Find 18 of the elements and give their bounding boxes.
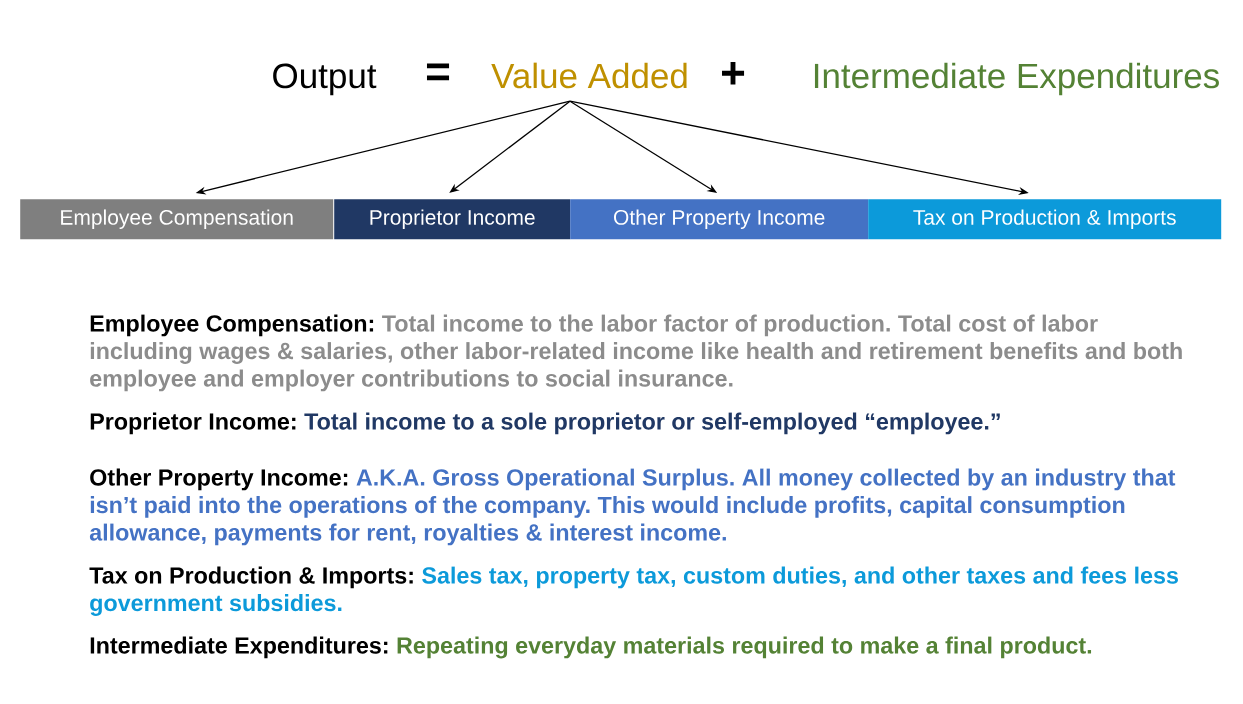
equation-term: Output	[273, 63, 377, 96]
category-bar: Proprietor Income	[334, 199, 571, 240]
category-bar: Employee Compensation	[20, 199, 334, 240]
plus-sign: +	[722, 62, 745, 85]
equation-term: Value Added	[491, 62, 687, 89]
definition-text: Employee Compensation: Total income to the labor factor of production. Total cost of labor including wages & salaries, other labor-related income like health and retirement benefits and both employee and employer contributions to social insurance.	[90, 314, 1182, 392]
label: government subsidies.	[90, 594, 342, 616]
category-bar: Other Property Income	[570, 199, 869, 240]
definition-text: Intermediate Expenditures: Repeating everyday materials required to make a final product.	[90, 636, 1092, 659]
definition-text: Other Property Income: A.K.A. Gross Operational Surplus. All money collected by an industry that isn’t paid into the operations of the company. This would include profits, capital consumption allowance, payments for rent, royalties & interest income.	[89, 468, 1176, 546]
definition-text: Proprietor Income: Total income to a sole proprietor or self-employed “employee.”	[90, 412, 1000, 435]
equals-sign: =	[427, 63, 450, 81]
arrow	[449, 100, 571, 193]
equation-term: Intermediate Expenditures	[814, 62, 1219, 96]
label: Sales tax, property tax, custom duties, and other taxes and fees less	[422, 566, 1178, 589]
definition-text: Tax on Production & Imports: Sales tax, property tax, custom duties, and other taxes and fees less government subsidies.	[89, 566, 1178, 616]
category-bar: Tax on Production & Imports	[868, 199, 1222, 240]
label: Tax on Production & Imports:	[89, 566, 413, 589]
